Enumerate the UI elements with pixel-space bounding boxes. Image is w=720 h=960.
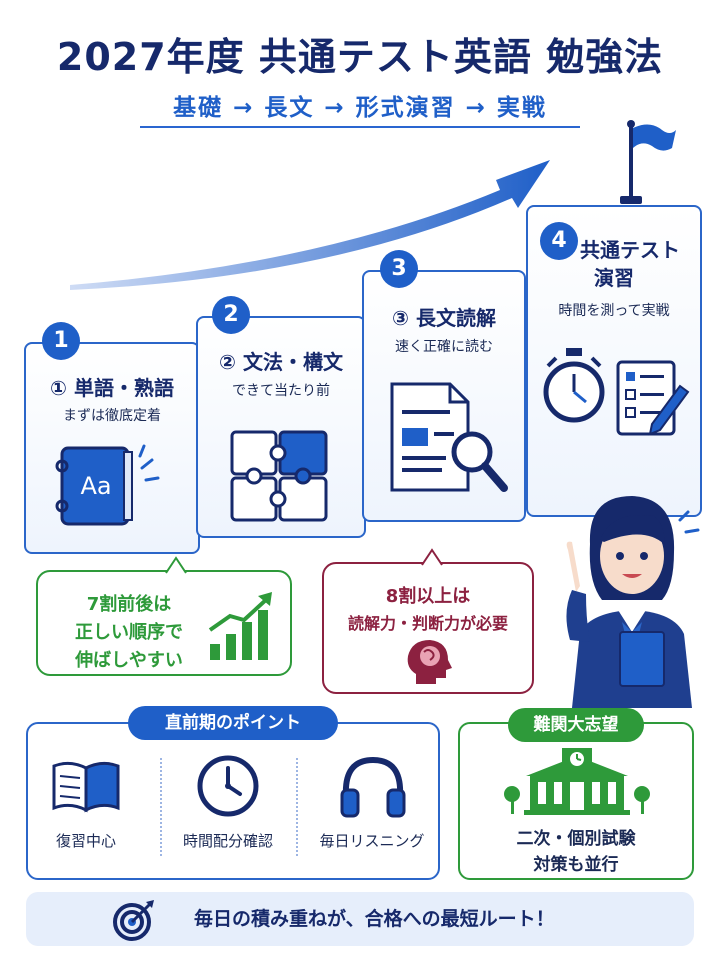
subtitle-underline (140, 126, 580, 128)
step-3-badge: 3 (380, 250, 418, 288)
step-1-badge: 1 (42, 322, 80, 360)
stopwatch-checklist-icon (543, 348, 690, 436)
callout-right-line2: 読解力・判断力が必要 (347, 614, 508, 633)
puzzle-icon (230, 430, 328, 522)
headphones-icon (340, 756, 406, 818)
step-4-title-line1: 共通テスト (580, 238, 680, 262)
step-4-badge: 4 (540, 222, 578, 260)
step-2-subtitle: できて当たり前 (232, 383, 330, 399)
point-label-review: 復習中心 (55, 832, 116, 850)
student-character-illustration (566, 496, 700, 708)
callout-pointer (421, 548, 443, 566)
step-1-subtitle: まずは徹底定着 (63, 408, 161, 424)
step-3-title: ③ 長文読解 (392, 306, 496, 330)
goal-flag-icon (620, 120, 676, 204)
points-divider (296, 758, 298, 856)
point-label-daily-listening: 毎日リスニング (319, 832, 425, 850)
final-phase-points-header: 直前期のポイント (128, 706, 338, 740)
page-title: 2027年度 共通テスト英語 勉強法 (56, 35, 664, 79)
clock-icon (197, 755, 259, 817)
callout-pointer (165, 556, 187, 574)
dictionary-icon-text: Aa (80, 472, 111, 500)
callout-right-line1: 8割以上は (385, 586, 471, 607)
points-divider (160, 758, 162, 856)
step-3-subtitle: 速く正確に読む (395, 339, 493, 355)
footer-message: 毎日の積み重ねが、合格への最短ルート！ (194, 908, 555, 930)
growth-chart-icon (208, 592, 272, 660)
open-book-icon (52, 761, 120, 813)
top-university-line2: 対策も並行 (533, 855, 619, 875)
top-university-line1: 二次・個別試験 (516, 829, 636, 849)
point-label-time-allocation: 時間配分確認 (182, 832, 273, 850)
step-2-title: ② 文法・構文 (219, 350, 343, 374)
brain-head-icon (407, 640, 452, 684)
target-icon (113, 900, 154, 941)
step-1-title: ① 単語・熟語 (50, 376, 174, 400)
dictionary-icon: Aa (55, 444, 160, 526)
footer-banner: 毎日の積み重ねが、合格への最短ルート！ (26, 892, 694, 946)
university-building-icon (504, 748, 650, 815)
top-university-header: 難関大志望 (508, 708, 644, 742)
step-2-badge: 2 (212, 296, 250, 334)
step-4-subtitle: 時間を測って実戦 (558, 303, 670, 319)
callout-left-line2: 正しい順序で (75, 622, 183, 643)
document-magnifier-icon (390, 382, 508, 492)
callout-left-line3: 伸ばしやすい (75, 650, 183, 671)
page-subtitle: 基礎 → 長文 → 形式演習 → 実戦 (173, 95, 547, 121)
callout-left-line1: 7割前後は (86, 594, 172, 615)
step-4-title-line2: 演習 (594, 266, 634, 290)
